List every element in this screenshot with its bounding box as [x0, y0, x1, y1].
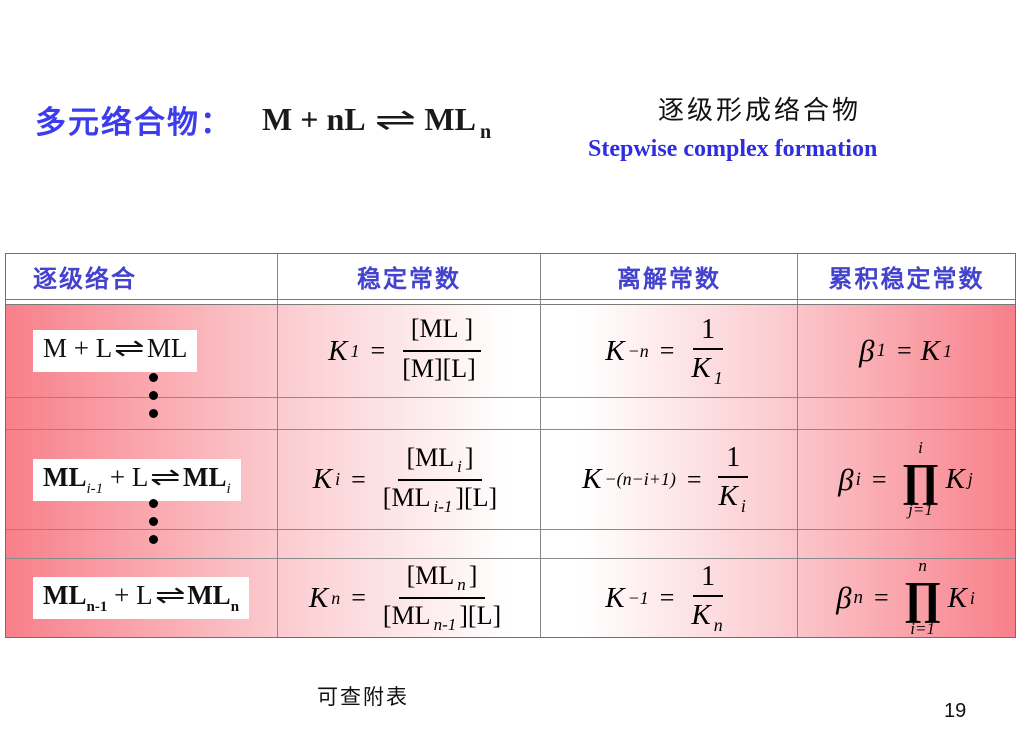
subtitle-english: Stepwise complex formation: [588, 136, 878, 162]
equation-lhs: M + nL: [262, 101, 366, 137]
product-symbol: ∏: [903, 572, 942, 624]
equilibrium-arrow-icon: ⇌: [154, 580, 186, 610]
reaction-equation: M + L⇌ML: [33, 330, 198, 372]
table-header-row: 逐级络合 稳定常数 离解常数 累积稳定常数: [6, 254, 1015, 299]
reaction-cell: MLn-1 + L⇌MLn: [6, 559, 277, 637]
reaction-equation: MLn-1 + L⇌MLn: [33, 577, 250, 619]
equilibrium-arrow-icon: ⇌: [374, 101, 416, 137]
page-number: 19: [944, 700, 967, 722]
reaction-cell: M + L⇌ML: [6, 305, 277, 397]
equation-rhs-subscript: n: [479, 121, 492, 143]
equilibrium-arrow-icon: ⇌: [150, 461, 181, 492]
reaction-equation: MLi-1 + L⇌MLi: [33, 458, 241, 501]
product-operator: i ∏ j=1: [901, 437, 940, 520]
vertical-ellipsis: [149, 373, 158, 418]
product-operator: n ∏ i=1: [903, 556, 942, 638]
column-header-cumulative: 累积稳定常数: [797, 254, 1015, 299]
page-title: 多元络合物：: [35, 105, 233, 140]
column-header-stepwise: 逐级络合: [33, 267, 137, 293]
spacer-row: [6, 397, 1015, 429]
header-divider: [6, 299, 1015, 305]
spacer-row: [6, 529, 1015, 558]
column-header-dissociation: 离解常数: [540, 254, 797, 299]
fraction: [ML] [M][L]: [394, 314, 490, 387]
footer-note: 可查附表: [317, 685, 409, 709]
product-symbol: ∏: [901, 453, 940, 505]
equation-rhs: ML: [424, 101, 476, 137]
column-header-stability: 稳定常数: [277, 254, 540, 299]
subtitle-chinese: 逐级形成络合物: [658, 96, 862, 125]
vertical-ellipsis: [149, 499, 158, 544]
reaction-cell: MLi-1 + L⇌MLi: [6, 430, 277, 529]
equilibrium-arrow-icon: ⇌: [114, 333, 145, 363]
